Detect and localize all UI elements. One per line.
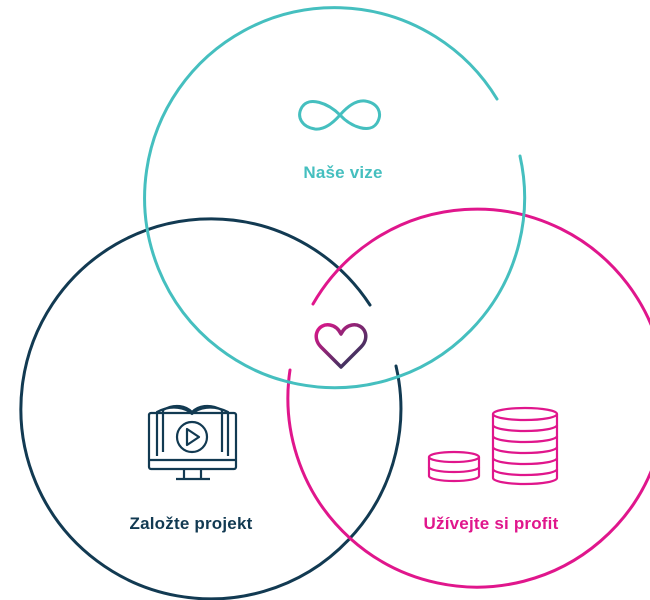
circle-projekt <box>19 217 403 600</box>
heart-icon <box>314 323 368 369</box>
circle-profit <box>286 207 650 589</box>
infinity-icon <box>298 99 381 131</box>
circle-vize <box>143 6 527 390</box>
ebook-play-icon <box>147 404 238 481</box>
label-nase-vize: Naše vize <box>303 163 383 182</box>
coins-stack-icon <box>427 406 559 486</box>
label-zalozte-projekt: Založte projekt <box>129 514 253 533</box>
label-uzivejte-si-profit: Užívejte si profit <box>423 514 559 533</box>
